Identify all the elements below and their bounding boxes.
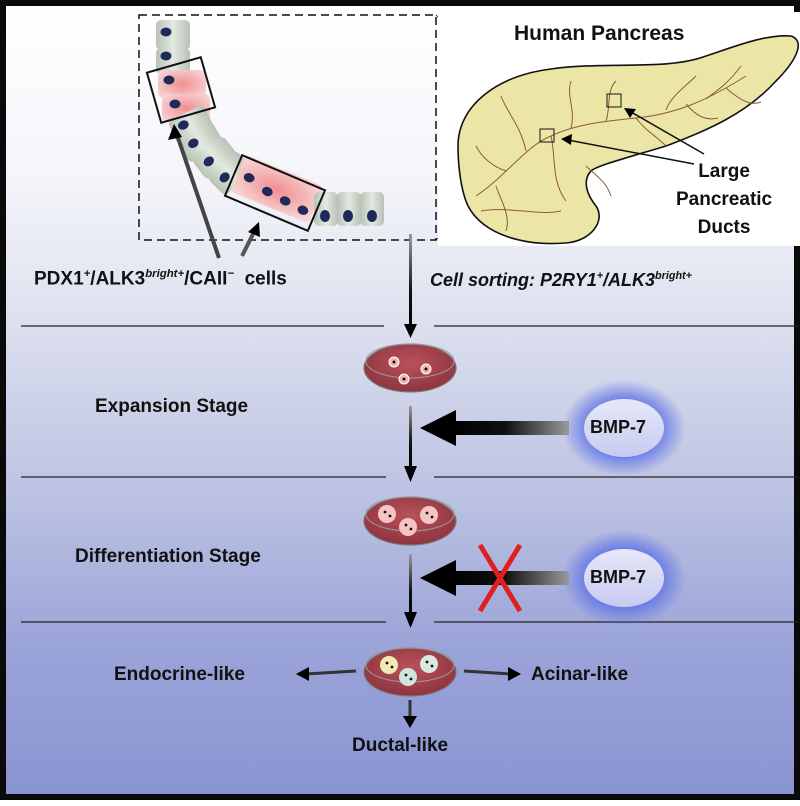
duct-pointer-1-head [561, 134, 572, 145]
flow-arrows [404, 234, 417, 628]
label-pdx1: PDX1 [34, 268, 84, 290]
duct-label: Large Pancreatic Ducts [676, 158, 772, 242]
dish-outcome [363, 647, 457, 697]
highlight-box-upper [145, 56, 217, 124]
dish-differentiation [363, 496, 457, 546]
label-caii: /CAII [184, 268, 228, 290]
label-cells: cells [234, 268, 287, 290]
duct-label-line-1: Large [698, 161, 750, 182]
zoom-inset-box [138, 14, 437, 241]
cell-sorting-label: Cell sorting: P2RY1+/ALK3bright+ [430, 270, 692, 291]
duct-region-box-2 [606, 93, 622, 108]
blocked-x-icon [477, 543, 523, 613]
duct-pointer-2 [630, 111, 705, 155]
cell-gray [360, 192, 384, 226]
bmp7-expansion-label: BMP-7 [590, 417, 647, 437]
duct-label-line-2: Pancreatic [676, 189, 773, 210]
differentiation-stage-label: Differentiation Stage [75, 546, 261, 567]
cell-pink [158, 70, 206, 98]
label-sup-plus: + [83, 268, 91, 280]
sorting-p2ry1: Cell sorting: P2RY1 [430, 270, 597, 290]
sorting-sup-plus: + [596, 270, 604, 282]
bmp7-expansion-group [420, 380, 686, 476]
pancreatic-ducts [475, 65, 762, 232]
bmp7-differentiation-group [420, 530, 686, 626]
pointer-arrow-lower [240, 229, 257, 257]
pointer-arrow-upper-head [168, 124, 182, 140]
cell-gray [178, 122, 223, 162]
label-sup-minus: − [227, 268, 235, 280]
highlight-box-lower [223, 153, 327, 233]
endocrine-like-label: Endocrine-like [114, 664, 245, 685]
outcome-arrows [296, 667, 521, 728]
expansion-stage-label: Expansion Stage [95, 396, 249, 417]
pancreas-title: Human Pancreas [514, 22, 685, 45]
dish-expansion [363, 343, 457, 393]
pointer-arrow-lower-head [248, 222, 260, 237]
source-cells-label: PDX1+/ALK3bright+/CAII− cells [34, 268, 287, 290]
duct-pointer-2-head [624, 108, 636, 118]
pancreas-shape [457, 35, 800, 245]
acinar-like-label: Acinar-like [531, 664, 629, 685]
ductal-like-label: Ductal-like [352, 735, 449, 756]
label-alk3: /ALK3 [90, 268, 146, 290]
cell-gray [337, 192, 361, 226]
bmp7-differentiation-label: BMP-7 [590, 567, 647, 587]
label-sup-bright: bright+ [145, 268, 185, 280]
pointer-arrow-upper [174, 131, 221, 259]
cell-gray [156, 20, 190, 50]
duct-pointer-1 [567, 139, 695, 165]
diagram-graphics [21, 12, 800, 728]
epithelium [156, 20, 384, 226]
cell-gray [208, 151, 252, 195]
sorting-sup-bright: bright+ [655, 270, 692, 282]
sorting-alk3: /ALK3 [603, 270, 656, 290]
cell-pink-row [232, 156, 322, 222]
cell-gray [193, 137, 237, 179]
duct-label-line-3: Ducts [697, 217, 751, 238]
duct-region-box-1 [539, 128, 555, 143]
